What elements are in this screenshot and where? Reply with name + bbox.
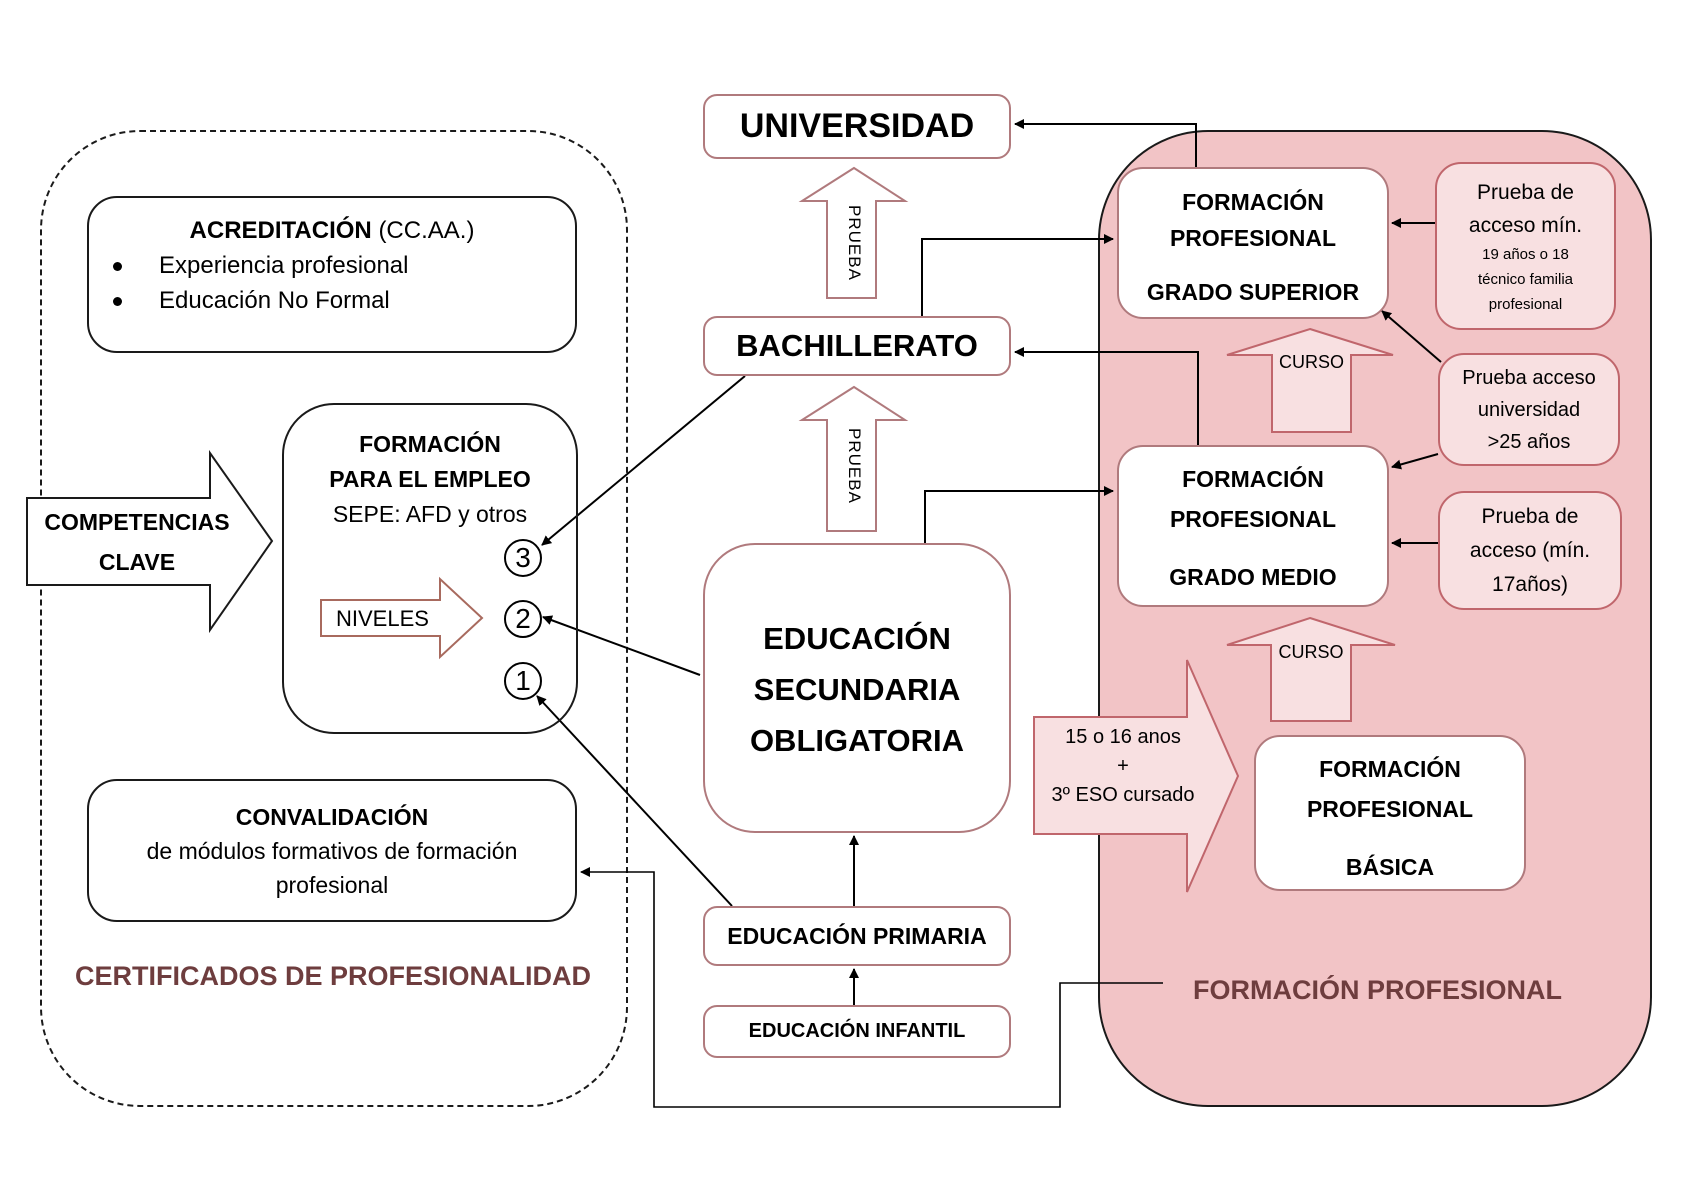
eso-line2: SECUNDARIA (753, 672, 961, 707)
fpb-line1: FORMACIÓN (1319, 756, 1461, 782)
connector-gs-universidad (1014, 119, 1197, 167)
curso-arrow-1-shape (1226, 327, 1394, 433)
eso-line1: EDUCACIÓN (763, 621, 951, 656)
bachillerato-label: BACHILLERATO (736, 328, 978, 363)
infantil-label: EDUCACIÓN INFANTIL (748, 1020, 966, 1042)
connector-bach-gs (921, 234, 1114, 316)
acceso-basica-line3: 3º ESO cursado (1051, 784, 1195, 806)
fp-grado-medio-box: FORMACIÓN PROFESIONAL GRADO MEDIO (1117, 445, 1389, 607)
competencias-line2: CLAVE (98, 549, 176, 575)
prueba-gm-box: Prueba de acceso (mín. 17años) (1438, 491, 1622, 610)
gm-line3: GRADO MEDIO (1169, 564, 1337, 590)
convalidacion-box: CONVALIDACIÓN de módulos formativos de f… (87, 779, 577, 922)
certificados-section-title: CERTIFICADOS DE PROFESIONALIDAD (74, 961, 592, 991)
formacion-profesional-section-title: FORMACIÓN PROFESIONAL (1193, 975, 1562, 1005)
prueba-gs-line4: técnico familia (1477, 270, 1574, 288)
prueba-univ-line1: Prueba acceso (1462, 366, 1596, 389)
connector-eso-nivel2 (542, 615, 701, 676)
bachillerato-box: BACHILLERATO (703, 316, 1011, 376)
connector-fp-convalidacion (580, 867, 1163, 1108)
acceso-basica-line2: + (1117, 755, 1129, 777)
nivel-1-badge: 1 (504, 662, 542, 700)
prueba-arrow-1-shape (798, 166, 909, 299)
prueba-gs-line2: acceso mín. (1468, 213, 1583, 237)
convalidacion-title: CONVALIDACIÓN (235, 803, 429, 830)
prueba-arrow-2-label: PRUEBA (845, 428, 864, 504)
niveles-label: NIVELES (336, 606, 429, 631)
fpe-line2: PARA EL EMPLEO (329, 466, 531, 492)
prueba-gm-line2: acceso (mín. (1469, 538, 1591, 562)
acreditacion-item: Experiencia profesional (112, 248, 408, 283)
connector-univ25-gm (1391, 453, 1439, 470)
prueba-arrow-1-label: PRUEBA (845, 205, 864, 281)
acceso-basica-arrow-shape (1033, 659, 1240, 893)
fp-grado-superior-box: FORMACIÓN PROFESIONAL GRADO SUPERIOR (1117, 167, 1389, 319)
acreditacion-item: Educación No Formal (112, 283, 408, 318)
acceso-basica-label: 15 o 16 anos + 3º ESO cursado (1034, 723, 1212, 810)
universidad-label: UNIVERSIDAD (739, 107, 975, 145)
prueba-gs-box: Prueba de acceso mín. 19 años o 18 técni… (1435, 162, 1616, 330)
prueba-gm-line3: 17años) (1492, 572, 1568, 596)
connector-eso-gm (924, 486, 1114, 543)
eso-line3: OBLIGATORIA (749, 723, 965, 758)
fpe-line3: SEPE: AFD y otros (332, 501, 528, 527)
formacion-empleo-box: FORMACIÓN PARA EL EMPLEO SEPE: AFD y otr… (282, 403, 578, 734)
convalidacion-line2: de módulos formativos de formación (146, 837, 518, 864)
prueba-gm-line1: Prueba de (1481, 504, 1579, 528)
prueba-univ-line2: universidad (1477, 398, 1581, 421)
acreditacion-list: Experiencia profesional Educación No For… (89, 248, 408, 318)
gm-line1: FORMACIÓN (1182, 466, 1324, 492)
competencias-line1: COMPETENCIAS (44, 509, 230, 535)
acreditacion-title: ACREDITACIÓN (189, 217, 372, 244)
primaria-label: EDUCACIÓN PRIMARIA (727, 922, 987, 949)
gs-line2: PROFESIONAL (1169, 225, 1337, 251)
convalidacion-line3: profesional (275, 871, 389, 898)
certificados-container (40, 130, 628, 1107)
fpe-line1: FORMACIÓN (359, 431, 501, 457)
prueba-gs-line1: Prueba de (1477, 180, 1574, 204)
nivel-2-badge: 2 (504, 600, 542, 638)
competencias-arrow-shape (26, 449, 274, 634)
acreditacion-box: ACREDITACIÓN (CC.AA.) Experiencia profes… (87, 196, 577, 353)
niveles-arrow-shape (320, 576, 484, 660)
prueba-univ-line3: >25 años (1487, 430, 1571, 453)
prueba-arrow-2-shape (798, 385, 909, 532)
gm-line2: PROFESIONAL (1169, 506, 1337, 532)
competencias-arrow-label: COMPETENCIAS CLAVE (27, 502, 247, 582)
curso-arrow-2-label: CURSO (1278, 642, 1344, 662)
curso-arrow-1-label: CURSO (1278, 352, 1344, 372)
connector-univ25-gs (1381, 310, 1442, 363)
curso-arrow-2-shape (1226, 616, 1396, 722)
gs-line1: FORMACIÓN (1182, 189, 1324, 215)
universidad-box: UNIVERSIDAD (703, 94, 1011, 159)
fpb-line3: BÁSICA (1345, 854, 1435, 880)
infantil-box: EDUCACIÓN INFANTIL (703, 1005, 1011, 1058)
connector-bach-nivel3 (541, 375, 746, 546)
nivel-3-badge: 3 (504, 539, 542, 577)
prueba-gs-line3: 19 años o 18 (1482, 245, 1569, 263)
eso-box: EDUCACIÓN SECUNDARIA OBLIGATORIA (703, 543, 1011, 833)
acreditacion-heading: ACREDITACIÓN (CC.AA.) (89, 214, 575, 248)
primaria-box: EDUCACIÓN PRIMARIA (703, 906, 1011, 966)
fpb-line2: PROFESIONAL (1306, 796, 1474, 822)
gs-line3: GRADO SUPERIOR (1146, 279, 1360, 305)
connector-gm-bach (1014, 347, 1199, 445)
connector-primaria-nivel1 (536, 695, 733, 907)
prueba-gs-line5: profesional (1488, 295, 1563, 313)
acreditacion-suffix: (CC.AA.) (378, 217, 475, 244)
acceso-basica-line1: 15 o 16 anos (1065, 726, 1181, 748)
prueba-universidad-25-box: Prueba acceso universidad >25 años (1438, 353, 1620, 466)
fp-basica-box: FORMACIÓN PROFESIONAL BÁSICA (1254, 735, 1526, 891)
